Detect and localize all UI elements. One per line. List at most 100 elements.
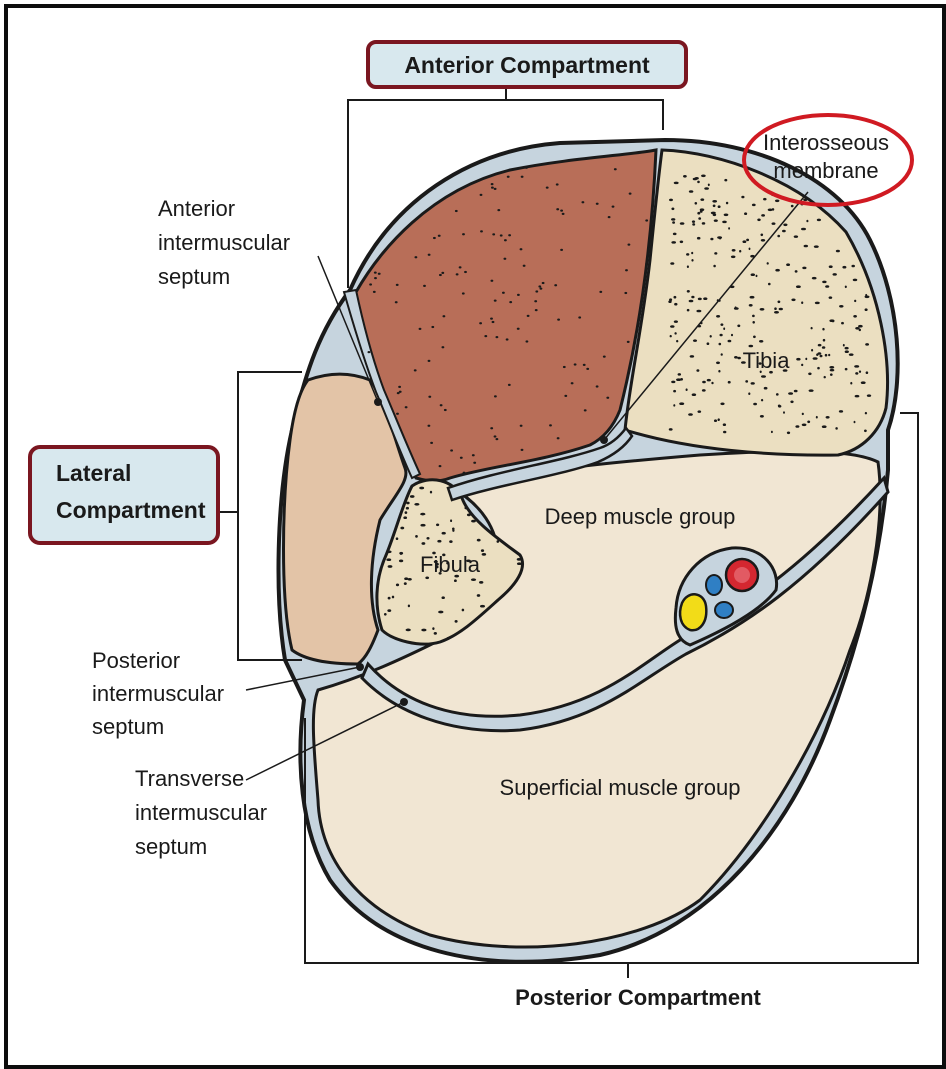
stipple-dot [627, 341, 630, 343]
superficial-muscle-group-label: Superficial muscle group [500, 775, 741, 800]
stipple-dot [560, 209, 563, 211]
stipple-dot [764, 387, 768, 390]
stipple-dot [786, 263, 790, 266]
stipple-dot [688, 413, 693, 416]
stipple-dot [829, 319, 834, 322]
stipple-dot [814, 245, 819, 248]
stipple-dot [697, 181, 700, 184]
stipple-dot [853, 315, 857, 318]
stipple-dot [406, 507, 409, 510]
stipple-dot [739, 250, 741, 253]
stipple-dot [772, 208, 775, 211]
stipple-dot [854, 300, 856, 303]
stipple-dot [403, 516, 407, 519]
stipple-dot [442, 346, 445, 348]
stipple-dot [388, 565, 393, 568]
stipple-dot [819, 355, 822, 358]
stipple-dot [471, 520, 476, 523]
stipple-dot [535, 309, 538, 311]
stipple-dot [745, 380, 748, 383]
stipple-dot [714, 252, 717, 255]
stipple-dot [494, 395, 497, 397]
stipple-dot [645, 219, 648, 221]
stipple-dot [713, 205, 716, 208]
stipple-dot [761, 214, 765, 217]
stipple-dot [695, 202, 698, 205]
stipple-dot [829, 265, 833, 268]
stipple-dot [546, 186, 549, 188]
stipple-dot [796, 285, 801, 288]
stipple-dot [804, 245, 809, 248]
stipple-dot [689, 190, 694, 193]
stipple-dot [517, 328, 520, 330]
stipple-dot [759, 340, 763, 343]
stipple-dot [504, 239, 507, 241]
posterior-septum-label-line2: intermuscular [92, 681, 224, 706]
stipple-dot [825, 285, 829, 288]
stipple-dot [509, 301, 512, 303]
stipple-dot [710, 238, 713, 241]
stipple-dot [554, 284, 557, 286]
stipple-dot [578, 316, 581, 318]
stipple-dot [669, 298, 672, 301]
interosseous-membrane-label-line2: membrane [773, 158, 878, 183]
stipple-dot [728, 381, 731, 384]
stipple-dot [753, 336, 756, 339]
stipple-dot [822, 281, 826, 284]
anterior-compartment-label: Anterior Compartment [404, 52, 650, 78]
stipple-dot [805, 358, 807, 361]
stipple-dot [812, 277, 817, 280]
stipple-dot [864, 430, 867, 433]
stipple-dot [850, 382, 852, 385]
stipple-dot [801, 228, 806, 231]
stipple-dot [683, 175, 687, 178]
stipple-dot [599, 291, 602, 293]
stipple-dot [387, 609, 391, 612]
stipple-dot [462, 292, 465, 294]
stipple-dot [815, 302, 820, 305]
stipple-dot [414, 503, 419, 506]
stipple-dot [368, 351, 371, 353]
stipple-dot [421, 629, 426, 632]
stipple-dot [782, 230, 786, 233]
stipple-dot [845, 347, 849, 350]
stipple-dot [464, 507, 468, 510]
stipple-dot [432, 627, 434, 630]
stipple-dot [763, 198, 767, 201]
stipple-dot [829, 296, 833, 299]
stipple-dot [865, 343, 869, 346]
stipple-dot [673, 233, 677, 236]
stipple-dot [718, 370, 720, 373]
stipple-dot [406, 502, 409, 505]
stipple-dot [832, 273, 836, 276]
stipple-dot [440, 404, 443, 406]
stipple-dot [428, 396, 431, 398]
stipple-dot [460, 457, 463, 459]
stipple-dot [796, 358, 800, 361]
stipple-dot [802, 424, 807, 427]
stipple-dot [811, 327, 813, 330]
stipple-dot [703, 297, 707, 300]
stipple-dot [825, 354, 828, 357]
stipple-dot [680, 378, 683, 381]
artery-lumen [734, 567, 750, 583]
stipple-dot [845, 350, 849, 353]
stipple-dot [525, 167, 528, 169]
stipple-dot [826, 416, 830, 419]
stipple-dot [867, 394, 871, 397]
stipple-dot [628, 243, 631, 245]
stipple-dot [753, 403, 757, 406]
stipple-dot [671, 381, 675, 384]
stipple-dot [807, 421, 810, 424]
stipple-dot [434, 632, 437, 635]
stipple-dot [760, 234, 763, 237]
stipple-dot [737, 357, 741, 360]
stipple-dot [428, 360, 431, 362]
stipple-dot [728, 227, 730, 230]
stipple-dot [692, 223, 695, 226]
stipple-dot [752, 315, 755, 318]
stipple-dot [702, 381, 706, 384]
stipple-dot [723, 327, 725, 330]
stipple-dot [854, 365, 859, 368]
